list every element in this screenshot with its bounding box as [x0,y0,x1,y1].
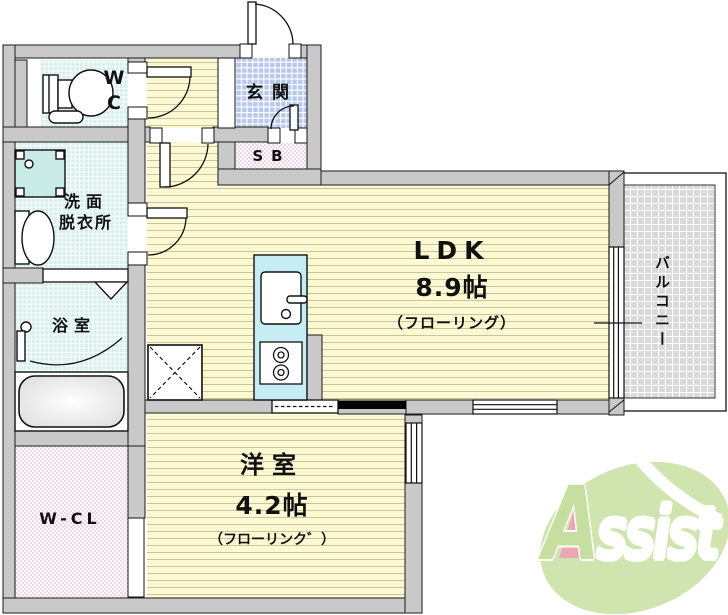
door-frame [127,61,148,74]
door-frame [127,106,148,120]
door-frames [127,43,308,598]
door-opening [280,129,295,142]
door-frame [239,43,253,59]
balcony-corner-marks [608,171,625,413]
entrance-label: 玄関 [246,83,298,103]
western-room-floor [147,413,405,598]
western-room-label: 洋室 [240,451,304,479]
balcony-outline [624,172,727,412]
door-swing [164,143,209,188]
stove-symbol [259,341,303,385]
door-opening [128,216,147,252]
walls [2,44,625,614]
wall [405,399,474,415]
washroom-label-line2: 脱衣所 [58,213,113,232]
doors [29,1,339,414]
east-window [405,422,423,484]
wall [320,170,625,186]
windows [405,246,642,484]
shower-symbol [16,321,32,362]
ldk-label: LDK [413,236,491,265]
wall [556,399,610,415]
wall [127,264,146,447]
wall [127,445,146,519]
toilet-symbol [42,69,114,124]
wc-door-leaf [146,66,192,78]
door-frame [201,127,215,144]
door-swing [147,217,187,256]
logo-leaf [540,448,728,615]
door-swing [29,337,123,366]
kitchen-sink-symbol [260,271,308,325]
fixtures [14,69,308,432]
wall [14,59,28,128]
door-swing [270,105,295,130]
walk-in-closet-floor [15,446,128,598]
bathroom-door [42,268,129,283]
wall [212,126,269,143]
wall [14,430,144,447]
door-opening [128,73,147,107]
hallway-door-leaf [159,142,171,188]
shoe-box-door-leaf [289,104,299,131]
door-frame [149,127,163,144]
wall [144,399,273,414]
bathroom-label: 浴室 [51,316,96,335]
door-frame [288,43,302,59]
balcony-label: バルコニー [653,255,671,350]
wall [2,44,241,59]
door-frame [267,127,281,144]
shoe-box-area [235,143,307,169]
door-frame [127,251,148,266]
door-swing [147,76,191,119]
wall [127,118,146,204]
door-opening [162,128,202,142]
entrance-step [217,57,236,129]
entrance-door-leaf [247,1,257,45]
wall [217,168,322,186]
western-room-floor-type-label: （フローリンク゛） [209,532,335,548]
western-room-size-label: 4.2帖 [235,491,309,520]
south-window [472,399,558,415]
wall-pillar [306,334,323,401]
walk-in-closet-label: W-CL [39,509,101,528]
vanity-sink-symbol [14,210,55,266]
shoe-box-label: SB [252,147,291,165]
washroom-door-leaf [146,207,188,219]
refrigerator-space-symbol [147,344,203,401]
door-frame [294,127,308,144]
folding-door-mark [93,281,129,300]
wc-label: WC [103,67,125,114]
ldk-size-label: 8.9帖 [415,273,489,302]
solid-wall-bar [338,401,406,409]
wall [2,597,423,614]
washing-machine-pan-symbol [14,149,66,198]
bathtub-symbol [14,371,129,432]
ldk-floor-type-label: （フローリング） [387,314,516,332]
logo-text: Assist [543,465,721,584]
door-swing [254,3,294,45]
wall [2,267,44,284]
closet-opening [127,517,145,598]
washroom-label-line1: 洗面 [63,192,108,211]
